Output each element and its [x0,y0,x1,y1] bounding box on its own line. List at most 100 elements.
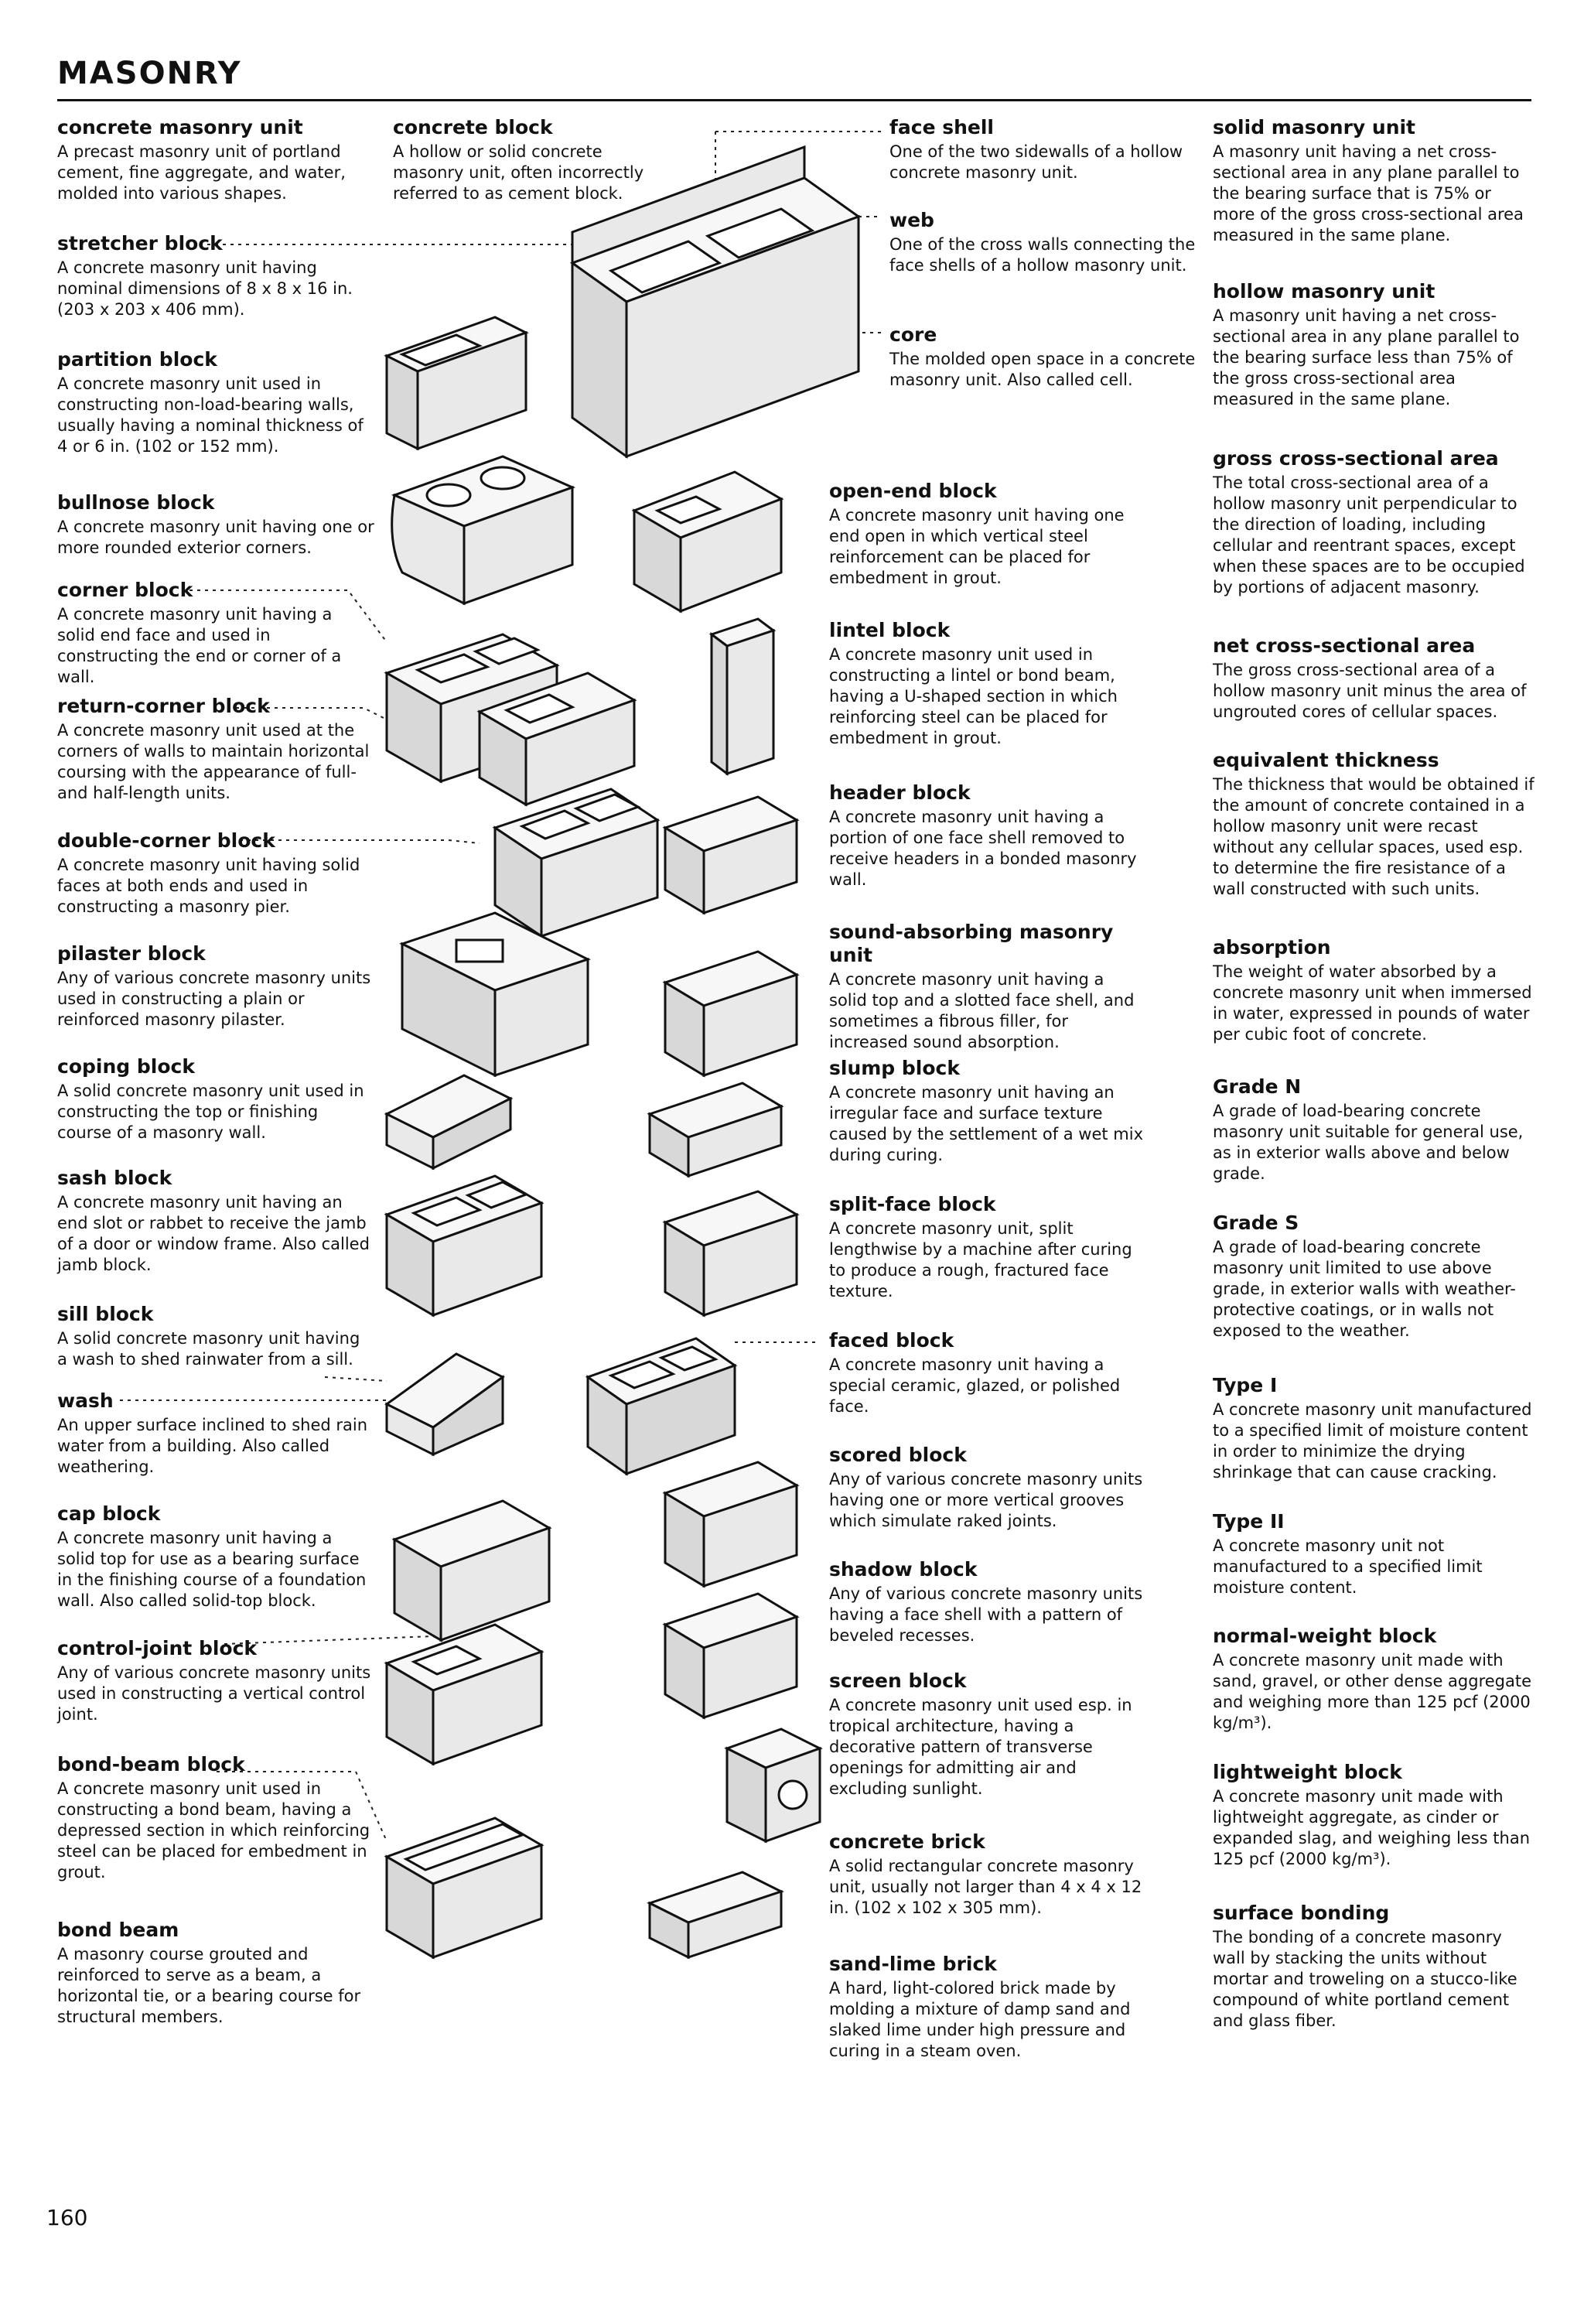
entry-scored-block: scored block Any of various concrete mas… [829,1444,1146,1532]
page-number: 160 [46,2205,88,2230]
definition: A concrete masonry unit having a solid e… [57,605,342,686]
entry-lightweight-block: lightweight block A concrete masonry uni… [1213,1761,1538,1870]
term: stretcher block [57,232,223,255]
term: lightweight block [1213,1761,1402,1783]
sash-block-drawing [384,1174,544,1318]
entry-coping-block: coping block A solid concrete masonry un… [57,1055,374,1143]
entry-hollow-masonry-unit: hollow masonry unit A masonry unit havin… [1213,280,1538,410]
term: header block [829,781,971,804]
faced-block-drawing [585,1337,738,1476]
entry-lintel-block: lintel block A concrete masonry unit use… [829,619,1146,749]
definition: A concrete masonry unit having one end o… [829,506,1125,587]
sound-absorbing-block-drawing [662,950,800,1078]
split-face-block-drawing [662,1190,800,1318]
definition: A solid concrete masonry unit used in co… [57,1082,364,1142]
definition: A concrete masonry unit having a special… [829,1355,1121,1416]
definition: The molded open space in a concrete maso… [889,350,1196,389]
definition: A grade of load-bearing concrete masonry… [1213,1238,1516,1340]
term: shadow block [829,1558,978,1581]
lintel-block-drawing [708,617,777,776]
definition: A concrete masonry unit having a solid t… [57,1529,367,1610]
definition: One of the two sidewalls of a hollow con… [889,142,1183,182]
definition: A concrete masonry unit having an end sl… [57,1193,370,1274]
definition: A solid concrete masonry unit having a w… [57,1329,360,1369]
header-rule [57,99,1531,101]
entry-open-end-block: open-end block A concrete masonry unit h… [829,480,1146,589]
term: hollow masonry unit [1213,280,1436,302]
definition: A masonry course grouted and reinforced … [57,1945,361,2026]
term: control-joint block [57,1637,258,1659]
entry-control-joint-block: control-joint block Any of various concr… [57,1637,374,1725]
definition: A concrete masonry unit not manufactured… [1213,1536,1483,1597]
cap-block-drawing [391,1499,552,1642]
definition: A concrete masonry unit having solid fac… [57,856,360,916]
term: Grade N [1213,1075,1302,1098]
entry-header-block: header block A concrete masonry unit hav… [829,781,1146,890]
definition: The bonding of a concrete masonry wall b… [1213,1928,1517,2030]
term: bullnose block [57,491,215,514]
entry-solid-masonry-unit: solid masonry unit A masonry unit having… [1213,116,1538,246]
definition: A concrete masonry unit having a portion… [829,808,1137,889]
term: sash block [57,1167,172,1189]
definition: One of the cross walls connecting the fa… [889,235,1196,275]
entry-web: web One of the cross walls connecting th… [889,209,1207,276]
term: concrete masonry unit [57,116,303,138]
term: sill block [57,1303,154,1325]
scored-block-drawing [662,1461,800,1588]
term: concrete brick [829,1830,985,1853]
entry-gross-cross-sectional-area: gross cross-sectional area The total cro… [1213,447,1538,598]
return-corner-block-drawing [476,672,637,807]
sill-block-drawing [384,1352,505,1457]
term: solid masonry unit [1213,116,1416,138]
entry-faced-block: faced block A concrete masonry unit havi… [829,1329,1146,1417]
entry-core: core The molded open space in a concrete… [889,323,1207,391]
definition: A concrete masonry unit, split lengthwis… [829,1219,1132,1300]
definition: A masonry unit having a net cross-sectio… [1213,306,1520,408]
coping-block-drawing [384,1074,514,1171]
definition: A hollow or solid concrete masonry unit,… [393,142,644,203]
definition: A concrete masonry unit having one or mo… [57,518,374,557]
definition: A masonry unit having a net cross-sectio… [1213,142,1524,244]
definition: A solid rectangular concrete masonry uni… [829,1857,1142,1917]
bond-beam-block-drawing [384,1816,544,1960]
definition: A concrete masonry unit used in construc… [829,645,1118,747]
entry-concrete-brick: concrete brick A solid rectangular concr… [829,1830,1146,1919]
entry-type-ii: Type II A concrete masonry unit not manu… [1213,1510,1538,1598]
entry-return-corner-block: return-corner block A concrete masonry u… [57,695,374,804]
definition: A concrete masonry unit used esp. in tro… [829,1696,1132,1798]
definition: A concrete masonry unit manufactured to … [1213,1400,1532,1482]
term: slump block [829,1057,960,1079]
term: Grade S [1213,1212,1299,1234]
term: corner block [57,579,193,601]
entry-pilaster-block: pilaster block Any of various concrete m… [57,942,374,1030]
definition: A concrete masonry unit having an irregu… [829,1083,1144,1164]
entry-partition-block: partition block A concrete masonry unit … [57,348,374,457]
term: bond-beam block [57,1753,245,1775]
definition: Any of various concrete masonry units ha… [829,1584,1143,1645]
term: coping block [57,1055,195,1078]
term: return-corner block [57,695,270,717]
entry-screen-block: screen block A concrete masonry unit use… [829,1670,1146,1799]
entry-sill-block: sill block A solid concrete masonry unit… [57,1303,374,1370]
term: cap block [57,1502,161,1525]
term: web [889,209,934,231]
open-end-block-drawing [631,470,784,613]
entry-grade-n: Grade N A grade of load-bearing concrete… [1213,1075,1538,1184]
entry-double-corner-block: double-corner block A concrete masonry u… [57,829,374,918]
term: scored block [829,1444,967,1466]
definition: Any of various concrete masonry units us… [57,969,371,1029]
entry-face-shell: face shell One of the two sidewalls of a… [889,116,1207,183]
term: concrete block [393,116,553,138]
entry-stretcher-block: stretcher block A concrete masonry unit … [57,232,374,320]
definition: A concrete masonry unit having nominal d… [57,258,353,319]
term: normal-weight block [1213,1625,1437,1647]
term: Type II [1213,1510,1285,1533]
entry-sash-block: sash block A concrete masonry unit havin… [57,1167,374,1276]
term: lintel block [829,619,951,641]
entry-grade-s: Grade S A grade of load-bearing concrete… [1213,1212,1538,1341]
entry-type-i: Type I A concrete masonry unit manufactu… [1213,1374,1538,1483]
definition: Any of various concrete masonry units us… [57,1663,371,1724]
entry-sand-lime-brick: sand-lime brick A hard, light-colored br… [829,1953,1146,2062]
pilaster-block-drawing [399,911,591,1078]
concrete-block-large-drawing [569,145,862,459]
